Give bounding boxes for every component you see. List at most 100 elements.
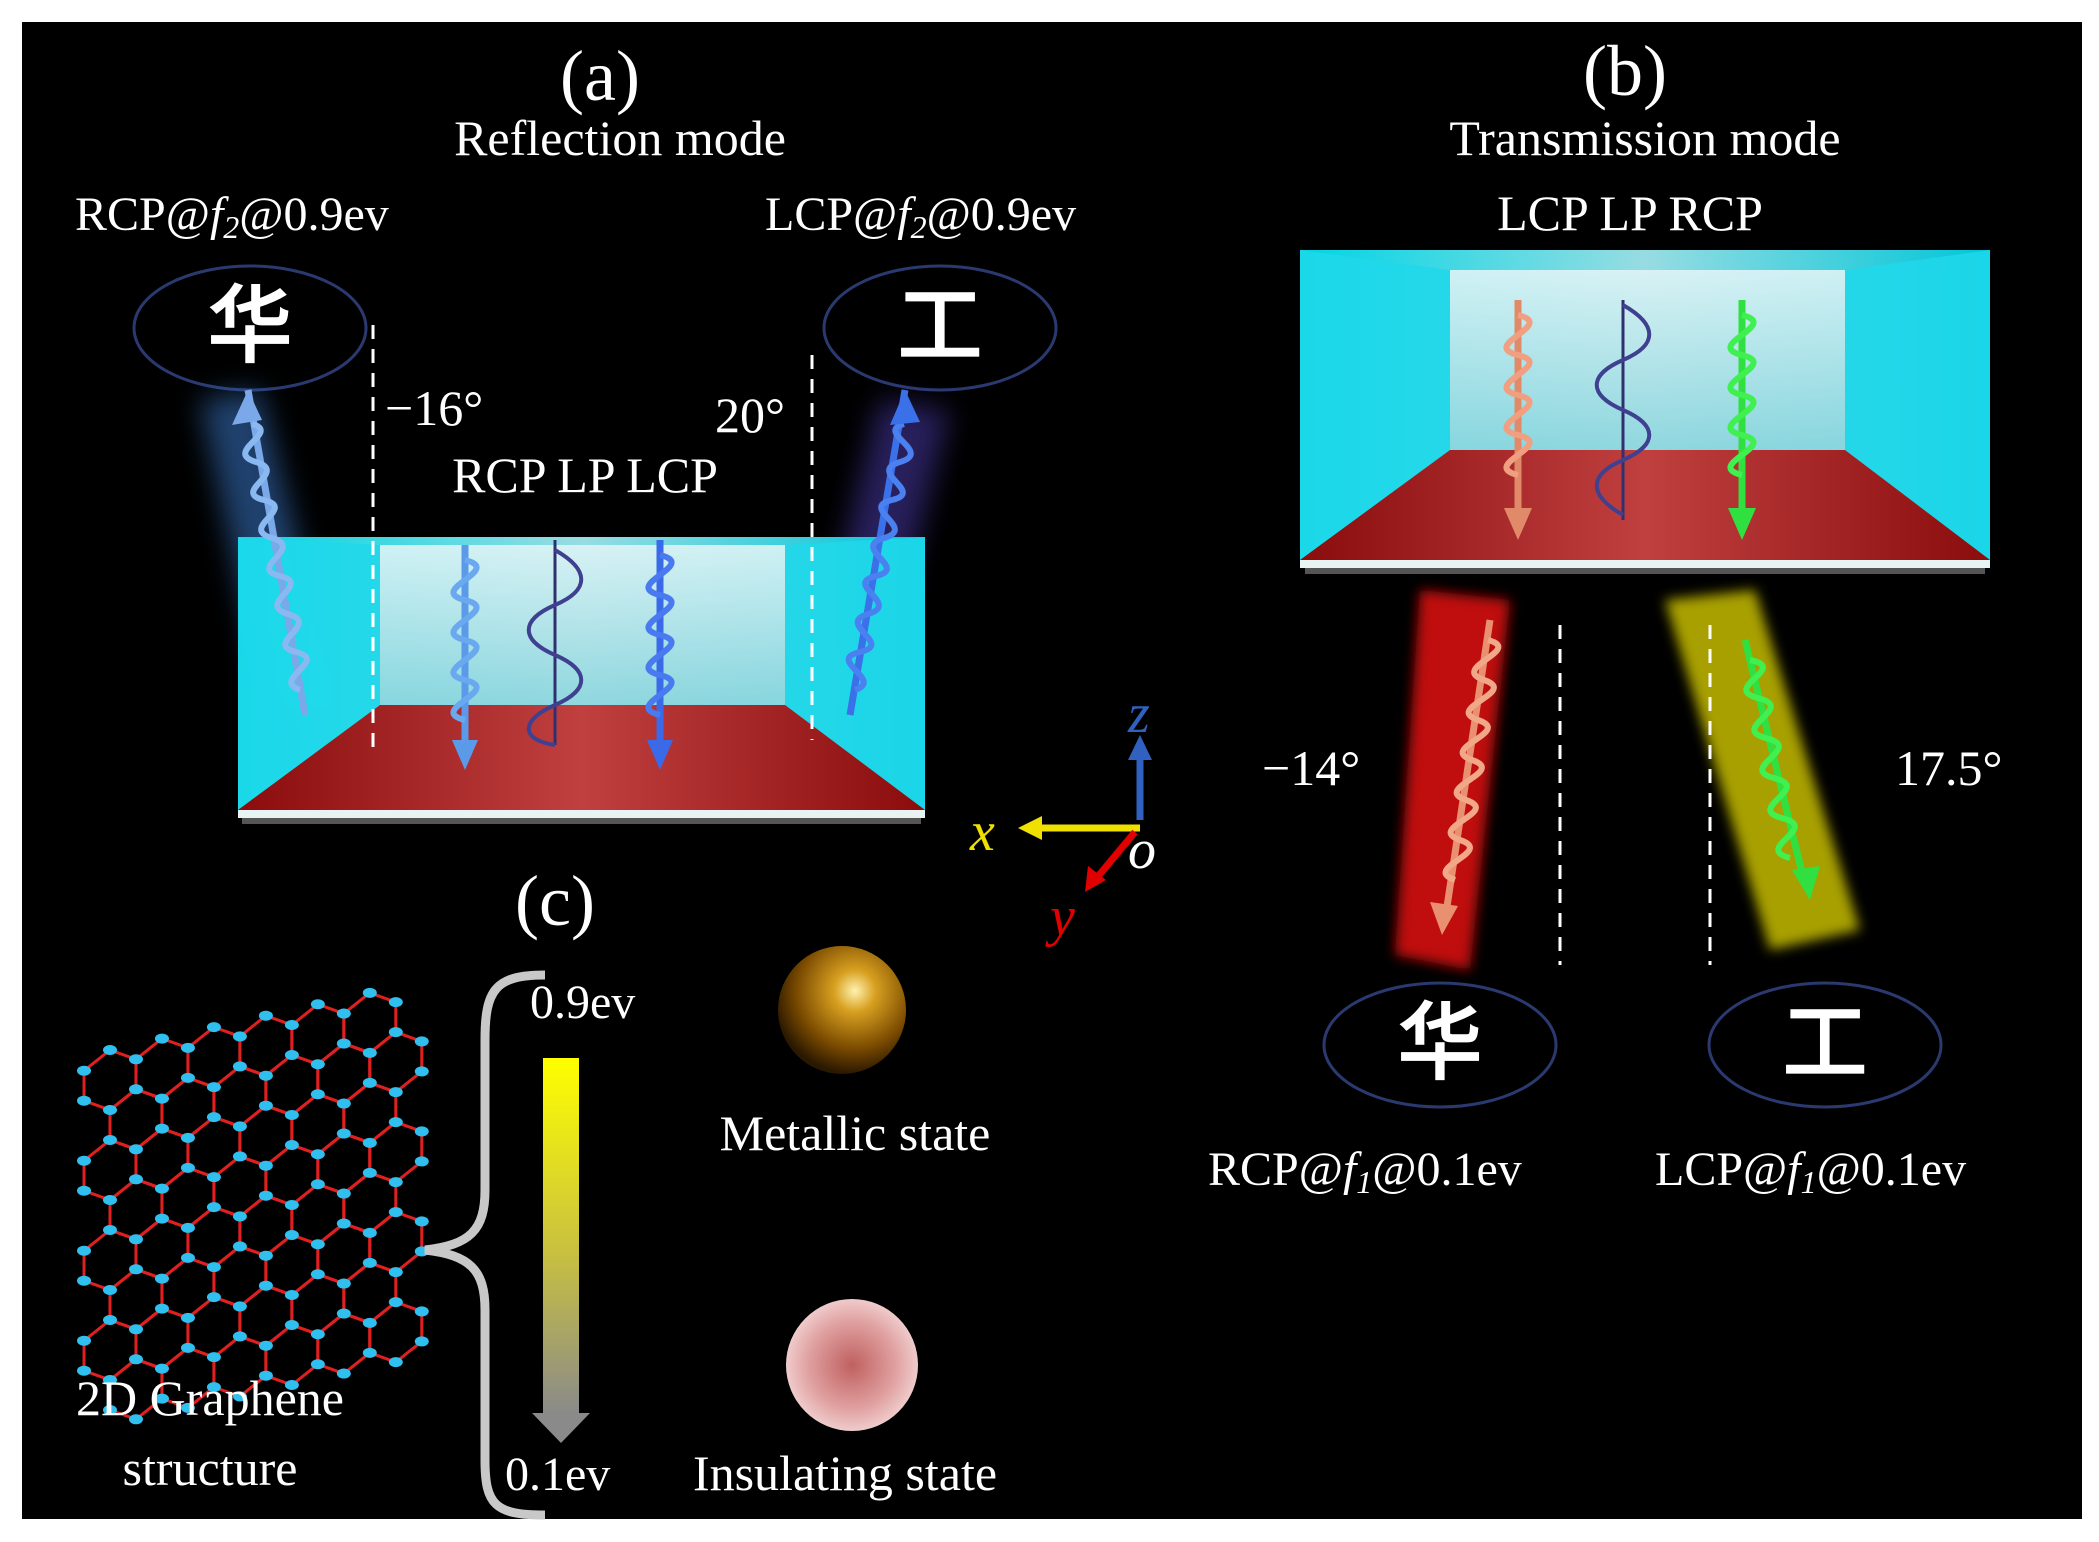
graphene-atom [414, 1156, 429, 1167]
graphene-atom [103, 1105, 117, 1115]
graphene-atom [362, 987, 377, 998]
graphene-atom [362, 1077, 377, 1088]
graphene-atom [154, 1273, 169, 1284]
insulating-sphere [786, 1299, 918, 1431]
graphene-atom [310, 1329, 325, 1340]
graphene-atom [232, 1301, 247, 1312]
panel-a-right-label: LCP@f2@0.9ev [765, 188, 1076, 245]
graphene-atom [336, 1008, 351, 1019]
fermi-level-gradient-bar [543, 1058, 579, 1413]
graphene-atom [232, 1391, 247, 1402]
graphene-atom [388, 1357, 403, 1368]
graphene-atom [414, 1066, 429, 1077]
graphene-atom [77, 1065, 92, 1076]
graphene-atom [362, 1047, 377, 1058]
graphene-atom [388, 1177, 403, 1188]
graphene-atom [336, 1308, 351, 1319]
graphene-atom [128, 1414, 143, 1425]
graphene-atom [206, 1082, 221, 1093]
incident-lcp-beam-b [1503, 300, 1533, 540]
graphene-atom [258, 1280, 273, 1291]
graphene-atom [77, 1245, 92, 1256]
graphene-atom [206, 1262, 221, 1273]
graphene-atom [414, 1216, 429, 1227]
graphene-atom [388, 1297, 403, 1308]
graphene-atom [310, 1089, 325, 1100]
graphene-atom [336, 1038, 351, 1049]
graphene-atom [103, 1045, 117, 1055]
graphene-atom [206, 1292, 221, 1303]
graphene-atom [77, 1335, 92, 1346]
graphene-atom [414, 1036, 429, 1047]
graphene-atom [258, 1010, 273, 1021]
graphene-atom [206, 1022, 221, 1033]
panel-b-hologram-right: 工 [1707, 981, 1943, 1109]
graphene-atom [362, 1137, 377, 1148]
y-axis-label: y [1045, 886, 1075, 948]
metallic-state-label: Metallic state [720, 1105, 991, 1161]
graphene-label-line2: structure [123, 1440, 298, 1496]
graphene-atom [232, 1031, 247, 1042]
panel-b-right-label: LCP@f1@0.1ev [1655, 1143, 1966, 1200]
graphene-atom [232, 1121, 247, 1132]
graphene-atom [232, 1331, 247, 1342]
graphene-atom [128, 1324, 143, 1335]
panel-c: (c) 2D Graphene structure 0.9ev 0.1ev Me… [76, 861, 997, 1520]
incident-rcp-beam [450, 545, 480, 770]
graphene-atom [154, 1393, 169, 1404]
graphene-atom [310, 1359, 325, 1370]
graphene-atom [258, 1100, 273, 1111]
y-axis-arrow [1092, 829, 1138, 883]
z-axis-label: z [1127, 683, 1150, 745]
graphene-atom [414, 1126, 429, 1137]
graphene-atom [154, 1123, 169, 1134]
level-bottom: 0.1ev [505, 1448, 610, 1501]
graphene-atom [336, 1188, 351, 1199]
graphene-atom [103, 1405, 117, 1415]
graphene-atom [336, 1098, 351, 1109]
graphene-atom [128, 1144, 143, 1155]
graphene-atom [128, 1264, 143, 1275]
panel-a-title: Reflection mode [454, 110, 786, 166]
graphene-label-line1: 2D Graphene [76, 1370, 344, 1426]
graphene-atom [336, 1278, 351, 1289]
glyph-hua-b: 华 [1398, 998, 1482, 1091]
graphene-atom [77, 1185, 92, 1196]
incident-lp-beam [526, 540, 584, 747]
graphene-atom [180, 1312, 195, 1323]
graphene-atom [77, 1095, 92, 1106]
panel-a-hologram-left: 华 [132, 264, 368, 392]
graphene-atom [103, 1285, 117, 1295]
graphene-atom [284, 1289, 299, 1300]
graphene-atom [128, 1084, 143, 1095]
graphene-atom [258, 1070, 273, 1081]
origin-label: o [1128, 819, 1156, 881]
glyph-gong-b: 工 [1783, 998, 1867, 1091]
graphene-atom [154, 1093, 169, 1104]
graphene-atom [180, 1222, 195, 1233]
graphene-atom [154, 1033, 169, 1044]
angle-left: −16° [385, 380, 483, 436]
graphene-atom [336, 1368, 351, 1379]
coordinate-axes: z x y o [969, 683, 1156, 948]
graphene-atom [103, 1195, 117, 1205]
graphene-atom [232, 1241, 247, 1252]
graphene-atom [128, 1174, 143, 1185]
curly-brace [424, 970, 546, 1520]
graphene-atom [388, 1267, 403, 1278]
incident-lp-beam-b [1594, 300, 1652, 520]
panel-b-title: Transmission mode [1449, 110, 1840, 166]
graphene-atom [128, 1354, 143, 1365]
reflection-metasurface-box [238, 537, 925, 824]
graphene-atom [284, 1109, 299, 1120]
graphene-atom [154, 1213, 169, 1224]
graphene-atom [180, 1042, 195, 1053]
graphene-atom [154, 1183, 169, 1194]
graphene-atom [284, 1379, 299, 1390]
graphene-atom [232, 1061, 247, 1072]
panel-b-tag: (b) [1583, 31, 1667, 111]
panel-a-incident-label: RCP LP LCP [452, 447, 718, 503]
graphene-atom [310, 1179, 325, 1190]
graphene-lattice [77, 987, 429, 1425]
